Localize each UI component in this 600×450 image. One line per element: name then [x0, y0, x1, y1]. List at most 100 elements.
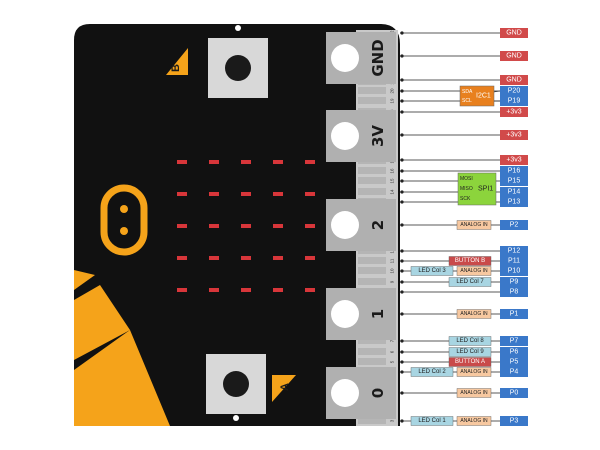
led-r2-c1: [177, 192, 187, 196]
edge-pin-finger: [358, 278, 386, 285]
edge-pin-finger: [358, 97, 386, 104]
big-pad-2-hole: [331, 211, 359, 239]
mount-hole-bottom: [233, 415, 239, 421]
board-corner-decoration: [74, 270, 170, 426]
pin-badge: [500, 367, 528, 377]
edge-pin-number: 15: [390, 178, 395, 184]
pin-label: P13: [508, 199, 521, 206]
pin-function-badge-led: [410, 266, 454, 276]
pin-function-label: LED Col 9: [456, 349, 484, 355]
led-r1-c5: [305, 160, 315, 164]
pin-row-3v3: +3v3: [400, 130, 528, 140]
microbit-logo: [100, 184, 148, 256]
pin-label: P15: [508, 178, 521, 185]
pin-label: GND: [506, 77, 522, 84]
edge-pin-finger: [358, 87, 386, 94]
pin-leader-dot: [400, 370, 404, 374]
pin-leader-dot: [400, 179, 404, 183]
pin-badge: [500, 347, 528, 357]
led-r4-c4: [273, 256, 283, 260]
pin-function-badge-analog: [456, 220, 492, 230]
pin-function-label: ANALOG IN: [460, 268, 488, 274]
pin-label: P9: [510, 279, 519, 286]
pin-leader-dot: [400, 169, 404, 173]
pin-leader-dot: [400, 110, 404, 114]
led-r4-c5: [305, 256, 315, 260]
pin-function-label: LED Col 8: [456, 338, 484, 344]
edge-pin-number: 5: [390, 360, 395, 363]
led-r2-c2: [209, 192, 219, 196]
bus-spi1-name: SPI1: [478, 186, 493, 193]
pin-row-p12: P12: [400, 246, 528, 256]
big-pad-1-hole: [331, 300, 359, 328]
pin-label: P19: [508, 98, 521, 105]
pin-badge: [500, 51, 528, 61]
edge-pin-finger: [358, 188, 386, 195]
pin-row-gnd: GND: [400, 28, 528, 38]
pin-leader-dot: [400, 54, 404, 58]
pin-leader-dot: [400, 78, 404, 82]
pin-function-label: ANALOG IN: [460, 390, 488, 396]
edge-pin-finger: [358, 358, 386, 365]
pin-label: P4: [510, 369, 519, 376]
pin-badge: [500, 220, 528, 230]
bus-spi1-signal: MISO: [460, 186, 473, 192]
edge-connector: 222120191817161514131211109876543GND3V21…: [326, 30, 398, 426]
led-r5-c2: [209, 288, 219, 292]
pin-row-3v3: +3v3: [400, 107, 528, 117]
led-r2-c3: [241, 192, 251, 196]
edge-pin-finger: [358, 257, 386, 264]
button-b[interactable]: B: [166, 38, 268, 98]
edge-pin-number: 11: [390, 258, 395, 263]
bus-spi1-signal: MOSI: [460, 176, 473, 182]
pin-function-badge-analog: [456, 367, 492, 377]
pin-function-label: LED Col 1: [418, 418, 446, 424]
pin-badge: [500, 277, 528, 287]
pin-row-3v3: +3v3: [400, 155, 528, 165]
pin-label: +3v3: [506, 132, 521, 139]
pin-function-badge-analog: [456, 388, 492, 398]
pin-label: GND: [506, 53, 522, 60]
pin-leader-dot: [400, 259, 404, 263]
pin-function-badge-button: [448, 357, 492, 367]
edge-pin-number: 3: [390, 419, 395, 422]
pin-badge: [500, 266, 528, 276]
big-pad-gnd-label: GND: [369, 39, 387, 76]
pin-badge: [500, 309, 528, 319]
pin-function-badge-analog: [456, 266, 492, 276]
edge-pin-number: 14: [390, 189, 395, 195]
pin-badge: [500, 416, 528, 426]
button-a[interactable]: A: [206, 354, 296, 414]
edge-pin-finger: [358, 337, 386, 344]
pin-row-gnd: GND: [400, 51, 528, 61]
pin-label: P10: [508, 268, 521, 275]
pin-badge: [500, 75, 528, 85]
edge-pin-number: 6: [390, 350, 395, 353]
pin-function-badge-analog: [456, 416, 492, 426]
pin-leader-dot: [400, 89, 404, 93]
pin-badge: [500, 176, 528, 186]
pin-leader-dot: [400, 339, 404, 343]
led-r4-c2: [209, 256, 219, 260]
led-r5-c1: [177, 288, 187, 292]
led-r5-c4: [273, 288, 283, 292]
pin-badge: [500, 107, 528, 117]
pin-badge: [500, 28, 528, 38]
pin-label: P7: [510, 338, 519, 345]
pin-leader-dot: [400, 290, 404, 294]
bus-i2c1-box: [459, 85, 495, 107]
bus-spi1-box: [457, 172, 497, 206]
pin-label: P11: [508, 258, 520, 265]
edge-pin-finger: [358, 177, 386, 184]
led-r2-c4: [273, 192, 283, 196]
pin-leader-dot: [400, 133, 404, 137]
edge-pin-finger: [358, 417, 386, 424]
pin-label: +3v3: [506, 157, 521, 164]
led-r5-c5: [305, 288, 315, 292]
